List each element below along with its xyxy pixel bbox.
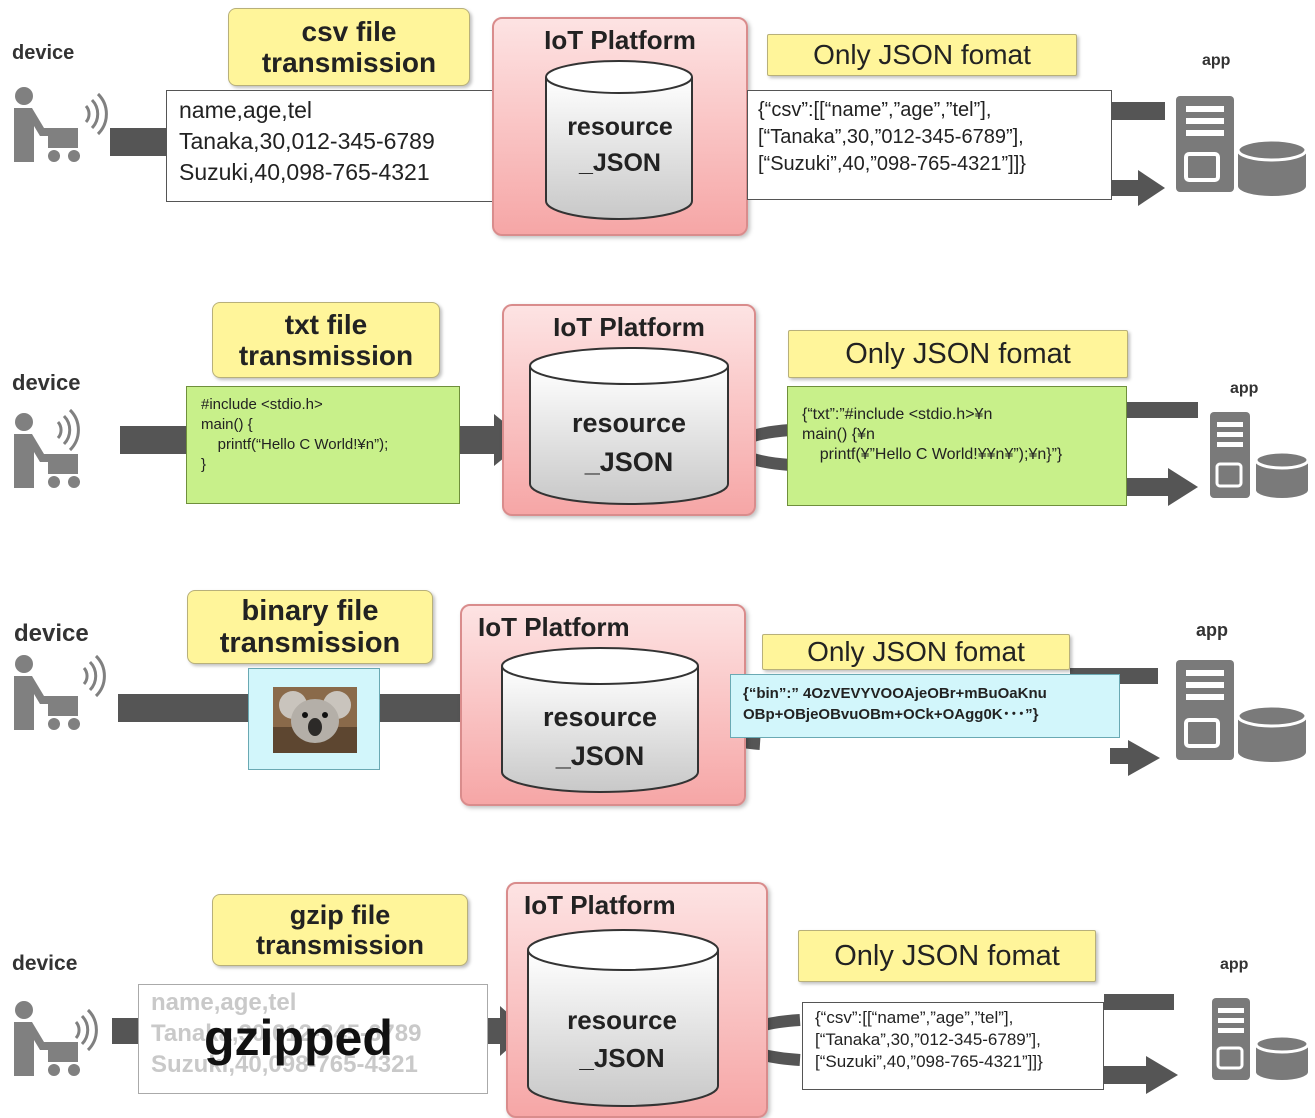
resource-line2: _JSON — [584, 447, 674, 478]
json-format-label: Only JSON fomat — [762, 634, 1070, 670]
person-pushing-cart-icon — [14, 1001, 98, 1076]
koala-photo-icon — [273, 687, 357, 753]
person-pushing-cart-icon — [14, 654, 106, 730]
platform-title: IoT Platform — [524, 890, 676, 920]
txt-input-note: #include <stdio.h> main() { printf(“Hell… — [186, 386, 460, 504]
json-format-label: Only JSON fomat — [767, 34, 1077, 76]
input-line: name,age,tel — [179, 97, 312, 123]
wifi-signal-icon — [84, 92, 108, 136]
resource-line1: resource — [542, 702, 658, 732]
server-and-database-icon — [1176, 660, 1308, 762]
platform-title: IoT Platform — [478, 612, 630, 642]
input-line: name,age,tel — [151, 989, 297, 1016]
row-csv: device csv file transmission name,age,te… — [0, 0, 1315, 250]
json-output-note: {“csv”:[[“name”,”age”,”tel”], [“Tanaka”,… — [747, 90, 1112, 200]
csv-input-note: name,age,tel Tanaka,30,012-345-6789 Suzu… — [166, 90, 510, 202]
input-line: #include <stdio.h> — [201, 396, 323, 413]
input-line: } — [201, 456, 207, 473]
input-line: main() { — [201, 416, 253, 433]
row-binary: device binary file transmission IoT Plat… — [0, 580, 1315, 820]
binary-input-note — [248, 668, 380, 770]
transmission-label-line2: transmission — [255, 930, 425, 960]
resource-line1: resource — [567, 1005, 677, 1035]
resource-json-label: resource _JSON — [456, 698, 744, 776]
iot-platform-box: IoT Platform resource _JSON — [506, 882, 768, 1118]
iot-platform-box: IoT Platform resource _JSON — [502, 304, 756, 516]
device-label: device — [14, 620, 89, 647]
output-line: printf(¥”Hello C World!¥¥n¥”);¥n}”} — [802, 446, 1063, 463]
transmission-label-line2: transmission — [219, 627, 401, 659]
output-line: {“csv”:[[“name”,”age”,”tel”], — [815, 1008, 1014, 1027]
transmission-label: txt file transmission — [212, 302, 440, 378]
input-line: Suzuki,40,098-765-4321 — [151, 1051, 418, 1078]
server-and-database-icon — [1212, 998, 1310, 1080]
json-output-note: {“txt”:”#include <stdio.h>¥n main() {¥n … — [787, 386, 1127, 506]
output-line: {“csv”:[[“name”,”age”,”tel”], — [758, 99, 992, 121]
json-format-label: Only JSON fomat — [798, 930, 1096, 982]
platform-title: IoT Platform — [544, 25, 696, 55]
input-line: Suzuki,40,098-765-4321 — [179, 159, 430, 185]
transmission-label-line2: transmission — [238, 340, 414, 371]
server-and-database-icon — [1176, 96, 1308, 196]
wifi-signal-icon — [56, 408, 80, 452]
device-label: device — [12, 370, 81, 395]
iot-platform-box: IoT Platform resource _JSON — [492, 17, 748, 236]
resource-line2: _JSON — [555, 741, 645, 772]
resource-line2: _JSON — [579, 1042, 665, 1073]
person-pushing-cart-icon — [14, 87, 108, 162]
database-cylinder-icon — [501, 647, 699, 793]
resource-json-label: resource _JSON — [504, 404, 754, 482]
json-format-label: Only JSON fomat — [788, 330, 1128, 378]
resource-line1: resource — [567, 113, 673, 141]
transmission-label-line2: transmission — [261, 47, 437, 78]
gzip-input-note: name,age,tel Tanaka,30,012-345-6789 Suzu… — [138, 984, 488, 1094]
transmission-label-line1: gzip file — [289, 899, 391, 930]
database-cylinder-icon — [529, 347, 729, 505]
gzipped-overlay-label: gzipped — [204, 1010, 393, 1066]
output-line: [“Tanaka”,30,”012-345-6789”], — [758, 126, 1024, 148]
app-label: app — [1230, 380, 1259, 397]
input-line: Tanaka,30,012-345-6789 — [151, 1020, 422, 1047]
transmission-label: gzip file transmission — [212, 894, 468, 966]
app-label: app — [1220, 956, 1249, 973]
wifi-signal-icon — [74, 1008, 98, 1052]
output-line: {“txt”:”#include <stdio.h>¥n — [802, 406, 993, 423]
wifi-signal-icon — [82, 654, 106, 698]
input-line: Tanaka,30,012-345-6789 — [179, 128, 435, 154]
input-line: printf(“Hello C World!¥n”); — [201, 436, 389, 453]
transmission-label: binary file transmission — [187, 590, 433, 664]
json-output-note: {“csv”:[[“name”,”age”,”tel”], [“Tanaka”,… — [802, 1002, 1104, 1090]
output-line: [“Suzuki”,40,”098-765-4321”]]} — [815, 1052, 1043, 1071]
person-pushing-cart-icon — [14, 408, 80, 488]
resource-line1: resource — [571, 408, 687, 438]
output-line: main() {¥n — [802, 426, 875, 443]
json-output-note: {“bin”:” 4OzVEVYVOOAjeOBr+mBuOaKnu OBp+O… — [730, 674, 1120, 738]
device-label: device — [12, 952, 78, 975]
output-line: [“Suzuki”,40,”098-765-4321”]]} — [758, 153, 1026, 175]
iot-platform-box: IoT Platform resource _JSON — [460, 604, 746, 806]
resource-json-label: resource _JSON — [478, 1002, 766, 1077]
transmission-label: csv file transmission — [228, 8, 470, 86]
transmission-label-line1: csv file — [301, 15, 397, 47]
device-label: device — [12, 42, 75, 64]
output-line: OBp+OBjeOBvuOBm+OCk+OAgg0K･･･”} — [743, 706, 1039, 723]
output-line: [“Tanaka”,30,”012-345-6789”], — [815, 1030, 1041, 1049]
resource-line2: _JSON — [579, 149, 661, 178]
output-line: {“bin”:” 4OzVEVYVOOAjeOBr+mBuOaKnu — [743, 685, 1047, 702]
transmission-label-line1: binary file — [241, 594, 379, 627]
platform-title: IoT Platform — [553, 312, 705, 342]
database-cylinder-icon — [527, 929, 719, 1107]
app-label: app — [1202, 52, 1231, 69]
row-gzip: device gzip file transmission name,age,t… — [0, 870, 1315, 1118]
server-and-database-icon — [1210, 412, 1310, 498]
row-txt: device txt file transmission #include <s… — [0, 290, 1315, 530]
database-cylinder-icon — [545, 60, 693, 220]
app-label: app — [1196, 620, 1229, 640]
transmission-label-line1: txt file — [284, 308, 368, 340]
resource-json-label: resource _JSON — [494, 109, 746, 182]
